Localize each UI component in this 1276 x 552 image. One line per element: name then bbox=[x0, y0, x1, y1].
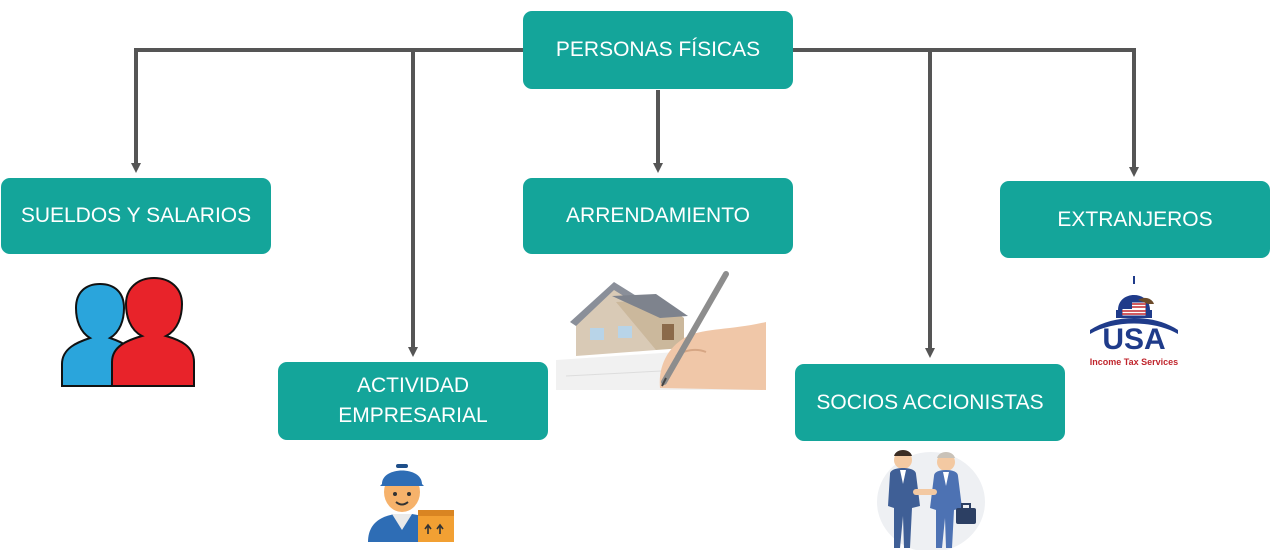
delivery-worker-icon bbox=[368, 464, 454, 542]
capitol-dome-icon bbox=[1090, 276, 1178, 334]
node-arrendamiento: ARRENDAMIENTO bbox=[523, 178, 793, 254]
node-label: PERSONAS FÍSICAS bbox=[555, 38, 761, 61]
connector-to-socios bbox=[793, 48, 1139, 177]
connector-to-sueldos bbox=[131, 48, 524, 173]
node-extranjeros: EXTRANJEROS bbox=[1000, 181, 1270, 258]
node-label: EXTRANJEROS bbox=[1057, 207, 1213, 231]
node-label: ARRENDAMIENTO bbox=[566, 204, 750, 227]
node-label: SUELDOS Y SALARIOS bbox=[20, 204, 252, 227]
businessmen-handshake-icon bbox=[877, 450, 985, 550]
usa-logo-text: USA bbox=[1102, 323, 1166, 356]
house-contract-signing-image bbox=[556, 270, 766, 390]
node-socios-accionistas: SOCIOS ACCIONISTAS bbox=[795, 364, 1065, 441]
node-label: ACTIVIDAD EMPRESARIAL bbox=[338, 374, 488, 427]
node-label: SOCIOS ACCIONISTAS bbox=[816, 390, 1044, 414]
two-person-silhouettes-icon bbox=[61, 276, 195, 387]
node-sueldos-y-salarios: SUELDOS Y SALARIOS bbox=[1, 178, 271, 254]
node-personas-fisicas: PERSONAS FÍSICAS bbox=[523, 11, 793, 89]
usa-income-tax-logo: USA Income Tax Services bbox=[1084, 274, 1184, 370]
node-actividad-empresarial: ACTIVIDAD EMPRESARIAL bbox=[278, 362, 548, 440]
usa-logo-subtitle: Income Tax Services bbox=[1089, 357, 1179, 367]
